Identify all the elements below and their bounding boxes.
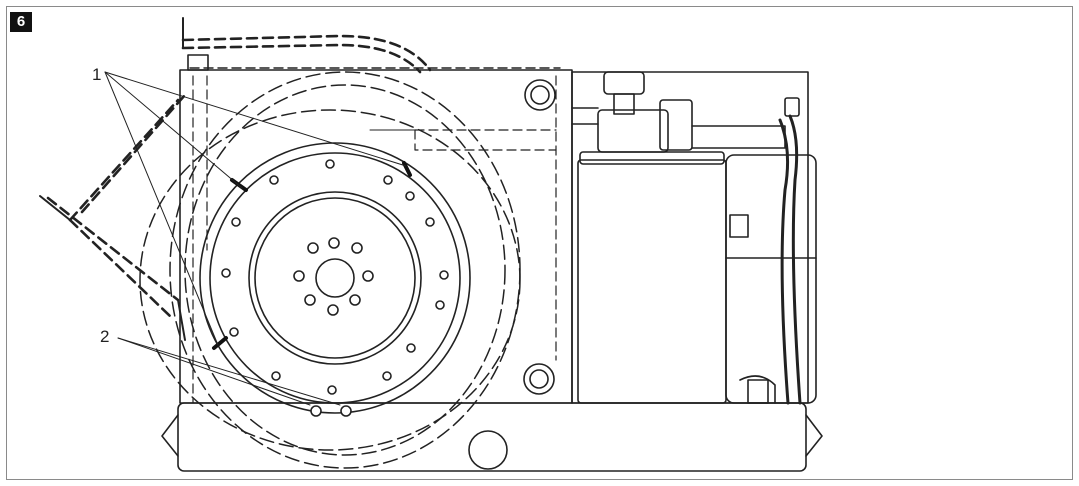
hub-bolts bbox=[293, 237, 374, 316]
fan-scroll-outline bbox=[139, 71, 521, 469]
blower-wheel bbox=[199, 142, 471, 414]
mounting-boss bbox=[523, 79, 556, 395]
callout-2-label: 2 bbox=[100, 327, 109, 346]
callout-1-label: 1 bbox=[92, 65, 101, 84]
scroll-clips bbox=[212, 161, 412, 350]
callout-1-leaders bbox=[104, 71, 407, 346]
wheel-rivets bbox=[221, 159, 449, 395]
compressor-section bbox=[571, 71, 817, 405]
base-tray bbox=[161, 402, 823, 472]
fan-housing bbox=[179, 54, 573, 404]
air-deflector bbox=[46, 34, 432, 320]
figure-number-badge: 6 bbox=[10, 12, 32, 32]
deflector-bracket bbox=[39, 17, 186, 341]
drain-holes bbox=[310, 405, 352, 417]
callout-2-leaders bbox=[117, 337, 341, 406]
figure-frame bbox=[6, 6, 1073, 480]
